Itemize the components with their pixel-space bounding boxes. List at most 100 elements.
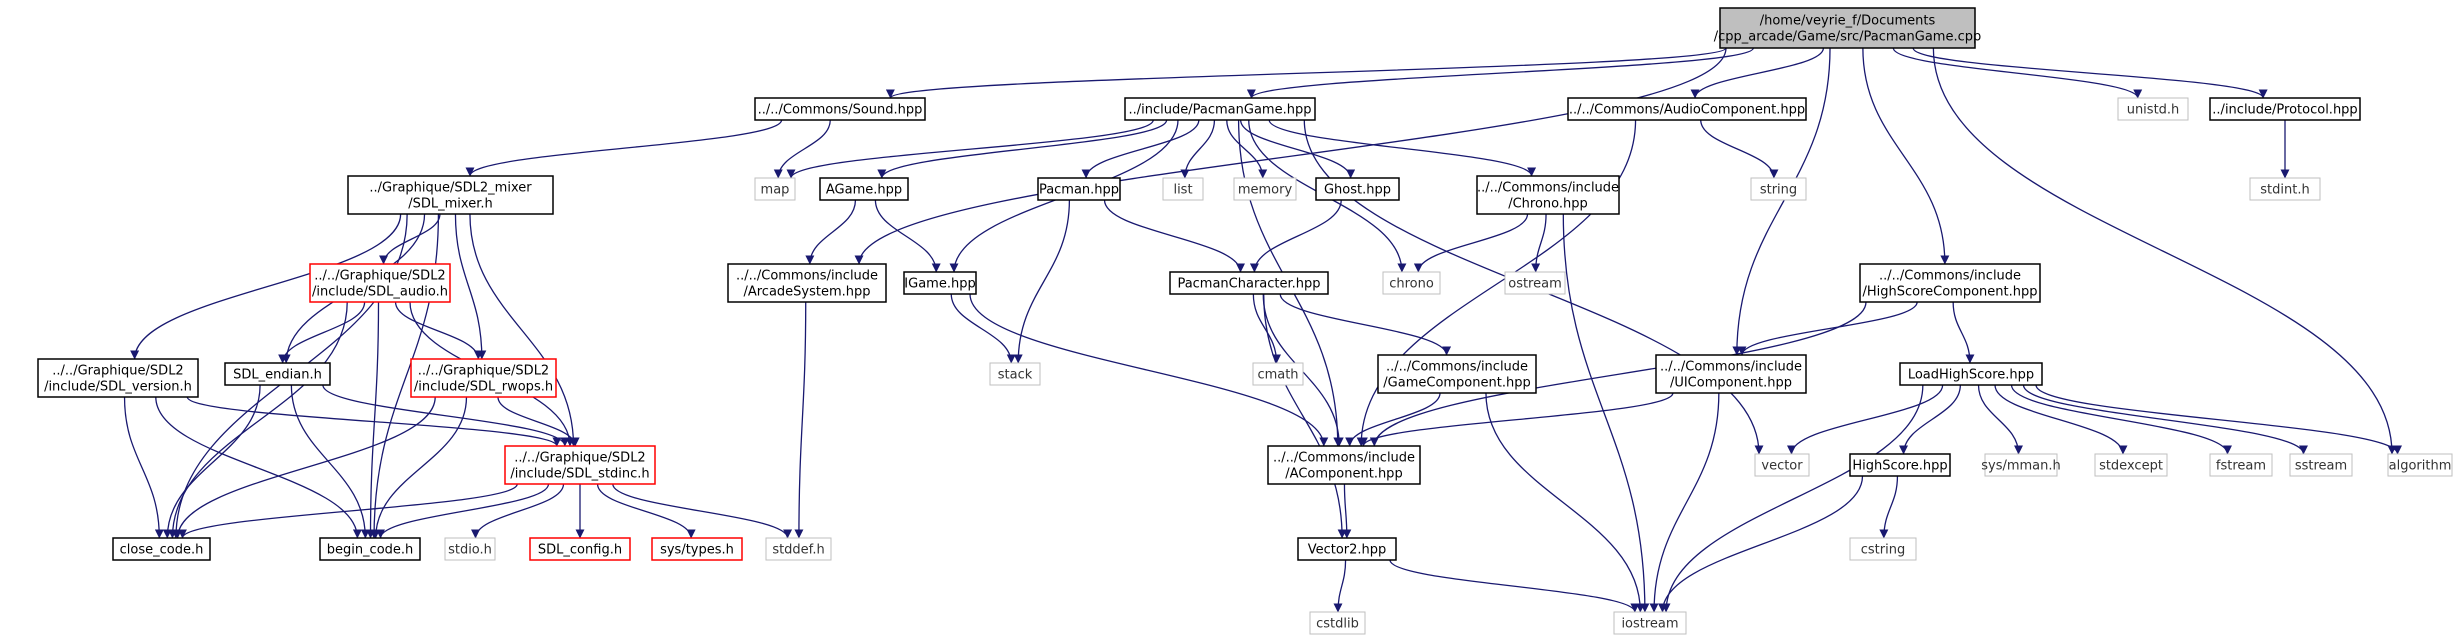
edge-chrono_h-to-ostream <box>1531 213 1547 273</box>
node-iostream-box <box>1613 611 1687 635</box>
node-pacchar[interactable]: PacmanCharacter.hpp <box>1169 271 1329 295</box>
node-ostream-label-0: ostream <box>1508 277 1562 292</box>
edge-pacchar-to-cmath <box>1252 293 1282 364</box>
node-arcadesys[interactable]: ../../Commons/include/ArcadeSystem.hpp <box>727 263 887 303</box>
node-uicomp-label-1: /UIComponent.hpp <box>1670 376 1792 391</box>
edge-sdlendian-to-closecode <box>162 384 261 539</box>
node-audiocomp-label-0: ../../Commons/AudioComponent.hpp <box>1569 103 1805 118</box>
edge-ghost-to-pacchar <box>1249 199 1342 273</box>
node-audiocomp[interactable]: ../../Commons/AudioComponent.hpp <box>1567 97 1807 121</box>
edge-highscorecomp-to-loadhigh <box>1952 301 1975 364</box>
edge-pacmangame-to-ghost <box>1239 119 1356 179</box>
edge-sdlstdinc-to-closecode <box>177 483 518 539</box>
node-fstream-box <box>2209 453 2273 477</box>
node-chrono_h[interactable]: ../../Commons/include/Chrono.hpp <box>1476 175 1620 215</box>
edge-root-to-pacmangame <box>1247 47 1755 99</box>
node-stddef-box <box>765 537 832 561</box>
node-closecode[interactable]: close_code.h <box>112 537 211 561</box>
edge-sound-to-map <box>773 119 831 179</box>
node-root-box <box>1719 7 1976 49</box>
node-gamecomp[interactable]: ../../Commons/include/GameComponent.hpp <box>1377 354 1537 394</box>
edge-sdlstdinc-to-systypes <box>596 483 696 539</box>
node-unistd-label-0: unistd.h <box>2127 103 2180 118</box>
node-map-label-0: map <box>761 183 790 198</box>
edge-pacman-to-stack <box>1013 199 1071 364</box>
node-agame-label-0: AGame.hpp <box>826 183 902 198</box>
node-sdlversion[interactable]: ../../Graphique/SDL2/include/SDL_version… <box>37 358 199 398</box>
node-uicomp-box <box>1655 354 1807 394</box>
node-vector2-box <box>1297 537 1397 561</box>
node-pacmangame[interactable]: ../include/PacmanGame.hpp <box>1124 97 1316 121</box>
node-agame[interactable]: AGame.hpp <box>819 177 909 201</box>
node-sdlendian[interactable]: SDL_endian.h <box>224 362 331 386</box>
edge-igame-to-stack <box>950 293 1016 364</box>
edge-root-to-arcadesys <box>854 47 1727 265</box>
node-sdlaudio-label-0: ../../Graphique/SDL2 <box>314 269 445 284</box>
node-algorithm-label-0: algorithm <box>2389 459 2452 474</box>
node-acomp-label-1: /AComponent.hpp <box>1285 467 1402 482</box>
node-stack-box <box>989 362 1041 386</box>
node-protocol-box <box>2209 97 2361 121</box>
node-sdlconfig-label-0: SDL_config.h <box>538 543 622 558</box>
edge-agame-to-igame <box>874 199 941 273</box>
node-begincode[interactable]: begin_code.h <box>319 537 421 561</box>
node-sound[interactable]: ../../Commons/Sound.hpp <box>754 97 926 121</box>
node-acomp-box <box>1267 445 1421 485</box>
edge-audiocomp-to-string <box>1700 119 1779 179</box>
node-ostream-box <box>1504 271 1566 295</box>
edge-sdlstdinc-to-begincode <box>376 483 550 539</box>
node-list: list <box>1162 177 1204 201</box>
edge-pacmangame-to-map <box>786 119 1154 179</box>
node-sdlmixer[interactable]: ../Graphique/SDL2_mixer/SDL_mixer.h <box>347 175 554 215</box>
edge-sdlstdinc-to-stdio <box>470 483 565 539</box>
node-sdlrwops[interactable]: ../../Graphique/SDL2/include/SDL_rwops.h <box>410 358 557 398</box>
edge-sdlendian-to-sdlstdinc <box>322 384 570 447</box>
node-protocol-label-0: ../include/Protocol.hpp <box>2212 103 2357 118</box>
node-algorithm-box <box>2387 453 2453 477</box>
edge-root-to-protocol <box>1912 47 2268 99</box>
edge-sdlendian-to-begincode <box>290 384 370 539</box>
node-sstream: sstream <box>2289 453 2353 477</box>
node-sdlrwops-label-1: /include/SDL_rwops.h <box>414 380 553 395</box>
node-cstdlib-label-0: cstdlib <box>1316 617 1359 632</box>
node-uicomp[interactable]: ../../Commons/include/UIComponent.hpp <box>1655 354 1807 394</box>
node-vector2-label-0: Vector2.hpp <box>1308 543 1387 558</box>
node-map: map <box>754 177 796 201</box>
node-root[interactable]: /home/veyrie_f/Documents/cpp_arcade/Game… <box>1714 7 1981 49</box>
node-ghost[interactable]: Ghost.hpp <box>1315 177 1400 201</box>
edge-audiocomp-to-acomp <box>1356 119 1637 447</box>
node-sdlmixer-box <box>347 175 554 215</box>
edge-sdlrwops-to-sdlstdinc <box>497 396 580 447</box>
edge-sdlversion-to-begincode <box>155 396 362 539</box>
node-sdlconfig[interactable]: SDL_config.h <box>529 537 631 561</box>
edge-pacchar-to-gamecomp <box>1279 293 1452 356</box>
edge-sound-to-sdlmixer <box>465 119 783 177</box>
edge-vector2-to-cstdlib <box>1333 559 1347 613</box>
node-loadhigh-label-0: LoadHighScore.hpp <box>1908 368 2034 383</box>
node-systypes[interactable]: sys/types.h <box>651 537 743 561</box>
edge-chrono_h-to-iostream <box>1562 213 1650 613</box>
node-cstdlib-box <box>1309 611 1366 635</box>
node-list-label-0: list <box>1173 183 1192 198</box>
node-highscorecomp[interactable]: ../../Commons/include/HighScoreComponent… <box>1859 263 2041 303</box>
node-cstdlib: cstdlib <box>1309 611 1366 635</box>
node-highscore-label-0: HighScore.hpp <box>1852 459 1947 474</box>
node-sdlstdinc[interactable]: ../../Graphique/SDL2/include/SDL_stdinc.… <box>504 445 656 485</box>
node-sdlendian-box <box>224 362 331 386</box>
node-loadhigh[interactable]: LoadHighScore.hpp <box>1899 362 2043 386</box>
node-map-box <box>754 177 796 201</box>
node-sdlversion-label-0: ../../Graphique/SDL2 <box>52 364 183 379</box>
node-cmath-label-0: cmath <box>1257 368 1298 383</box>
node-protocol[interactable]: ../include/Protocol.hpp <box>2209 97 2361 121</box>
node-highscore[interactable]: HighScore.hpp <box>1849 453 1951 477</box>
node-sdlaudio[interactable]: ../../Graphique/SDL2/include/SDL_audio.h <box>309 263 451 303</box>
node-igame[interactable]: IGame.hpp <box>903 271 977 295</box>
edge-sdlaudio-to-begincode <box>365 301 380 539</box>
edge-sdlrwops-to-begincode <box>371 396 468 539</box>
node-vector2[interactable]: Vector2.hpp <box>1297 537 1397 561</box>
node-acomp[interactable]: ../../Commons/include/AComponent.hpp <box>1267 445 1421 485</box>
node-pacman[interactable]: Pacman.hpp <box>1037 177 1121 201</box>
node-memory-label-0: memory <box>1238 183 1293 198</box>
node-begincode-label-0: begin_code.h <box>327 543 414 558</box>
